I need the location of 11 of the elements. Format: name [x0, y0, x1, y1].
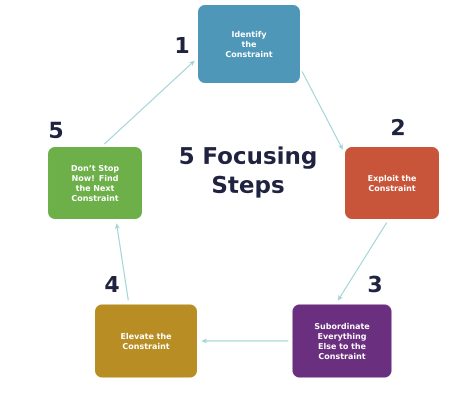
step-box: Identify the Constraint: [198, 5, 300, 83]
step-number: 2: [392, 118, 404, 136]
step-number: 4: [105, 276, 119, 292]
step-box: Subordinate Everything Else to the Constraint: [292, 304, 392, 378]
step-number: 3: [368, 276, 381, 292]
step-box: Don’t Stop Now! Find the Next Constraint: [48, 147, 142, 219]
step-number: 5: [50, 122, 62, 138]
step-box: Elevate the Constraint: [95, 304, 197, 378]
step-number: 1: [176, 36, 188, 53]
step-box: Exploit the Constraint: [345, 147, 439, 219]
title: 5 Focusing Steps: [180, 146, 316, 198]
